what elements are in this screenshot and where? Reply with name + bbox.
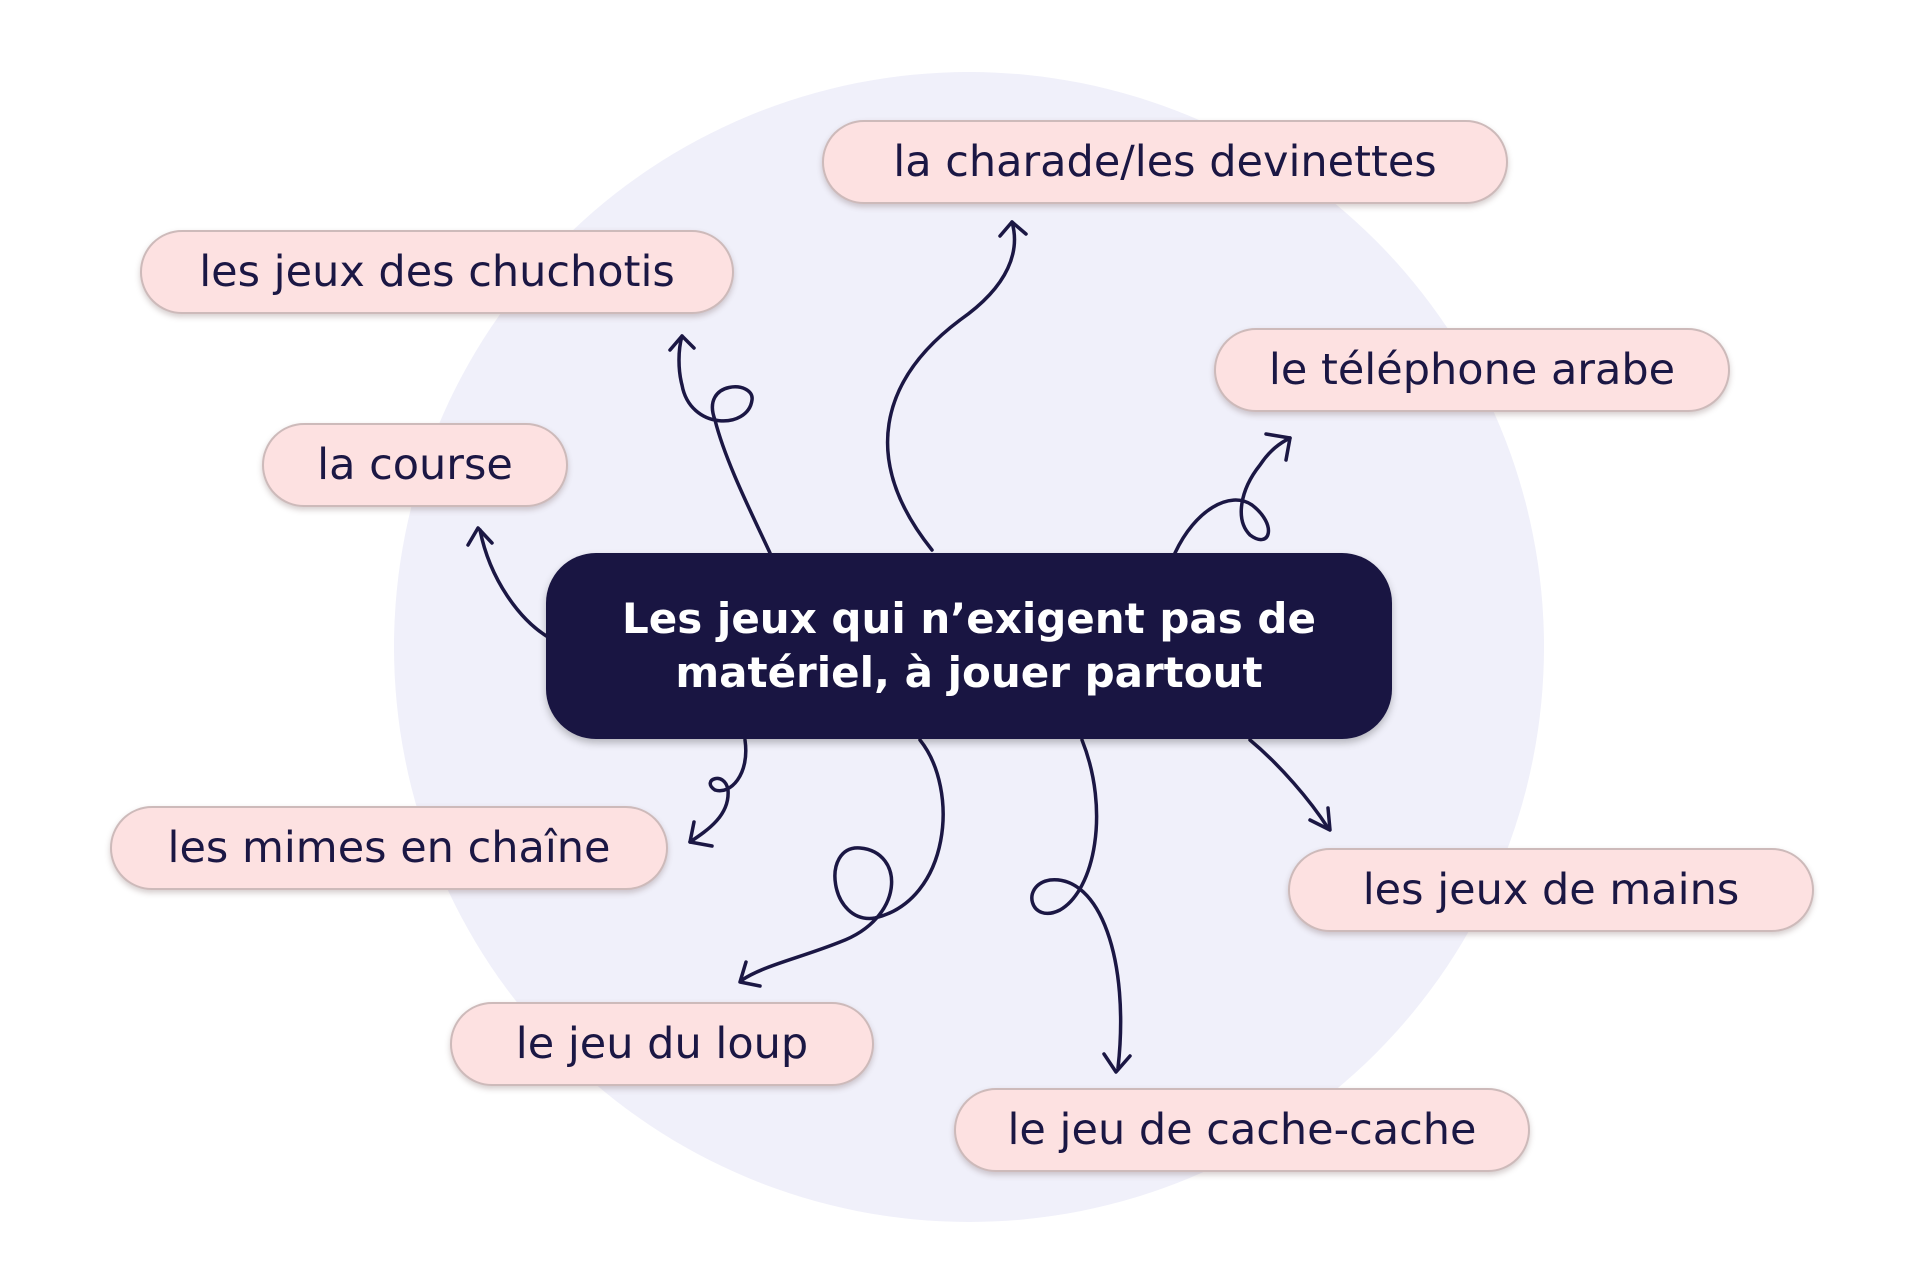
node-label: le téléphone arabe xyxy=(1268,345,1676,395)
node-label: les mimes en chaîne xyxy=(167,823,611,873)
node-telephone: le téléphone arabe xyxy=(1214,328,1730,412)
node-label: la course xyxy=(317,440,513,490)
node-label: le jeu du loup xyxy=(515,1019,809,1069)
node-label: la charade/les devinettes xyxy=(893,137,1437,187)
node-label: les jeux des chuchotis xyxy=(199,247,675,297)
node-label: le jeu de cache-cache xyxy=(1007,1105,1477,1155)
node-mimes: les mimes en chaîne xyxy=(110,806,668,890)
central-topic: Les jeux qui n’exigent pas de matériel, … xyxy=(546,553,1392,739)
node-label: les jeux de mains xyxy=(1362,865,1740,915)
node-cache: le jeu de cache-cache xyxy=(954,1088,1530,1172)
node-chuchotis: les jeux des chuchotis xyxy=(140,230,734,314)
node-mains: les jeux de mains xyxy=(1288,848,1814,932)
node-course: la course xyxy=(262,423,568,507)
central-topic-title: Les jeux qui n’exigent pas de matériel, … xyxy=(622,594,1316,697)
node-charade: la charade/les devinettes xyxy=(822,120,1508,204)
node-loup: le jeu du loup xyxy=(450,1002,874,1086)
